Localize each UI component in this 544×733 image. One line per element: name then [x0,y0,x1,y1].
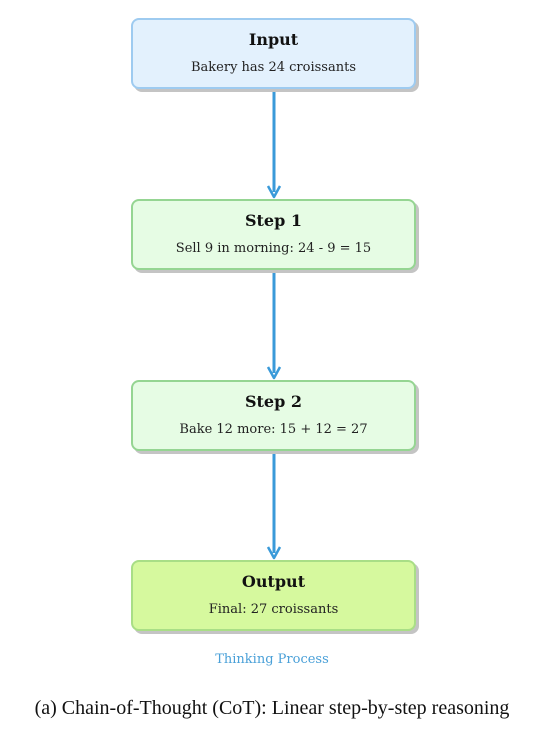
input-node-text: Bakery has 24 croissants [190,60,356,75]
output-node-text: Final: 27 croissants [208,602,339,617]
step1-node-title: Step 1 [244,211,302,230]
output-node: Output Final: 27 croissants [131,560,416,631]
step1-node-text: Sell 9 in morning: 24 - 9 = 15 [175,241,372,256]
step1-node: Step 1 Sell 9 in morning: 24 - 9 = 15 [131,199,416,270]
output-node-title: Output [241,572,306,591]
figure-caption: (a) Chain-of-Thought (CoT): Linear step-… [34,697,510,719]
step2-node: Step 2 Bake 12 more: 15 + 12 = 27 [131,380,416,451]
process-label: Thinking Process [215,652,329,667]
arrow-input-to-step1 [266,91,282,199]
input-node-title: Input [248,30,299,49]
step2-node-title: Step 2 [244,392,302,411]
input-node: Input Bakery has 24 croissants [131,18,416,89]
arrow-step1-to-step2 [266,272,282,380]
step2-node-text: Bake 12 more: 15 + 12 = 27 [179,422,368,437]
arrow-step2-to-output [266,453,282,560]
